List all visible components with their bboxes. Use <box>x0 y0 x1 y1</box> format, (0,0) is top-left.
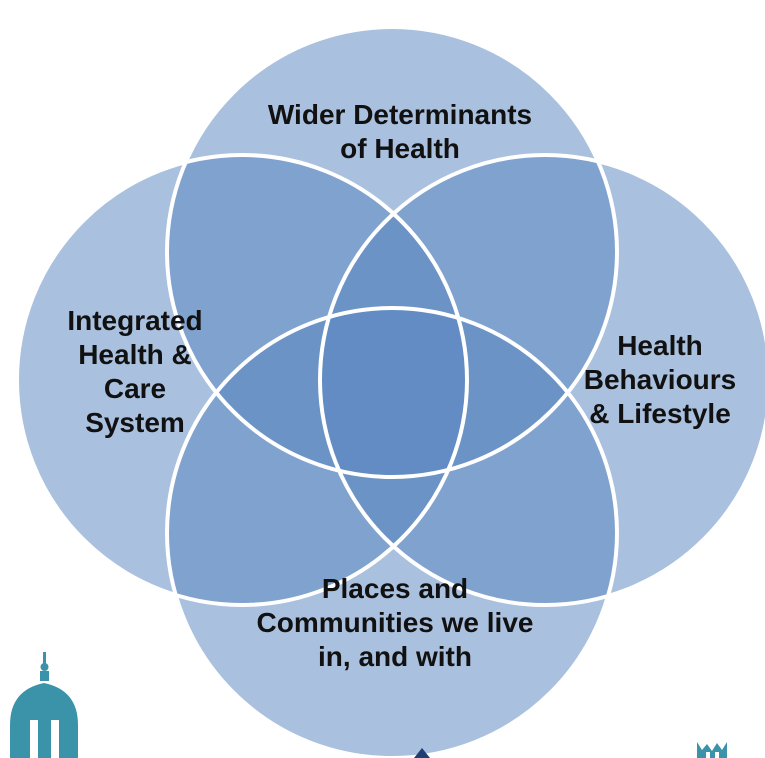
circle-top-outline <box>165 25 619 479</box>
label-places-communities: Places and Communities we live in, and w… <box>256 573 534 672</box>
circle-left-outline <box>15 153 469 607</box>
circle-right-outline <box>318 153 765 607</box>
crest-icon <box>697 742 727 758</box>
circle-fills <box>17 27 765 758</box>
label-health-behaviours: Health Behaviours & Lifestyle <box>583 330 737 429</box>
circle-outlines <box>15 25 765 758</box>
circle-bottom <box>167 308 617 758</box>
dome-building-icon <box>10 652 78 758</box>
label-integrated-care: Integrated Health & Care System <box>67 305 203 438</box>
circle-bottom-outline <box>165 306 619 758</box>
label-wider-determinants: Wider Determinants of Health <box>267 99 533 164</box>
partial-logo-icon <box>414 748 430 758</box>
